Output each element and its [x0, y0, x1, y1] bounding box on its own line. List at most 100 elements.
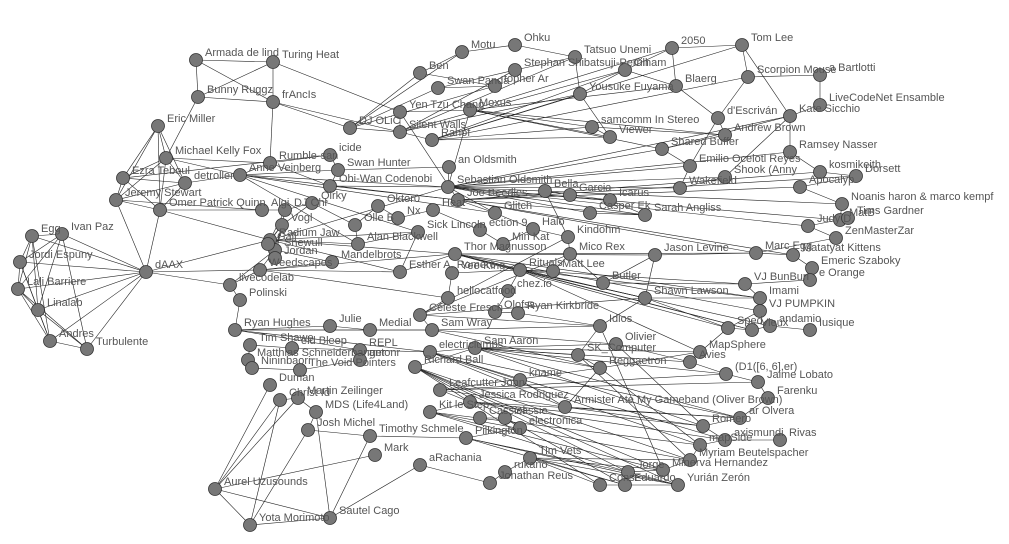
- graph-edge: [429, 347, 476, 353]
- graph-edge: [239, 174, 496, 214]
- graph-edge: [145, 239, 271, 273]
- graph-edge: [419, 464, 491, 484]
- graph-node-label: Anne Veinberg: [249, 162, 321, 174]
- graph-node-blaerg: [669, 79, 683, 93]
- graph-node-label: Heat: [442, 197, 465, 209]
- graph-node-label: axismundi: [734, 427, 784, 439]
- graph-node-sarah: [638, 208, 652, 222]
- graph-node-label: Scorpion Mouse: [757, 64, 837, 76]
- graph-node-label: Rumble-san: [279, 150, 338, 162]
- graph-edge: [399, 56, 576, 133]
- graph-node-label: Jessica Rodriguez: [479, 389, 569, 401]
- graph-node-iidos: [593, 319, 607, 333]
- graph-node-label: Yee-King: [461, 260, 505, 272]
- graph-node-mapsphere: [693, 345, 707, 359]
- graph-node-label: MDS (Life4Land): [325, 399, 408, 411]
- graph-node-oscilloscope: [371, 199, 385, 213]
- graph-edge: [519, 269, 753, 331]
- graph-edge: [234, 329, 361, 351]
- graph-node-vogl: [275, 218, 289, 232]
- graph-node-glitch: [488, 206, 502, 220]
- graph-node-label: Bella: [554, 178, 579, 190]
- graph-edge: [615, 343, 691, 363]
- graph-node-ramsey: [783, 145, 797, 159]
- graph-node-label: Halo: [542, 216, 565, 228]
- graph-node-scorpion: [741, 70, 755, 84]
- graph-node-romero: [696, 419, 710, 433]
- graph-node-label: e Orange: [819, 267, 865, 279]
- graph-node-iusique: [803, 323, 817, 337]
- graph-node-label: Jason Levine: [664, 242, 729, 254]
- graph-node-label: frAncIs: [282, 89, 317, 101]
- graph-edge: [755, 237, 837, 254]
- graph-edge: [239, 174, 419, 233]
- graph-node-sicklincoln: [411, 225, 425, 239]
- graph-node-vieux: [745, 323, 759, 337]
- graph-node-label: Turbulente: [96, 336, 148, 348]
- graph-node-judy: [801, 219, 815, 233]
- graph-node-cassie: [498, 411, 512, 425]
- graph-node-label: Avies: [699, 349, 726, 361]
- graph-node-instereo: [585, 120, 599, 134]
- graph-node-label: Tatsuo Unemi: [584, 44, 651, 56]
- graph-node-mkfox: [159, 151, 173, 165]
- graph-node-label: Emilio Ocelotl Reyes: [699, 153, 801, 165]
- graph-node-label: Jorge: [637, 459, 665, 471]
- graph-node-label: detroller: [194, 170, 234, 182]
- graph-edge: [329, 464, 421, 519]
- graph-node-antonr: [353, 353, 367, 367]
- graph-node-andamio: [763, 319, 777, 333]
- graph-node-label: Yousuke Fuyama: [589, 81, 674, 93]
- graph-edge: [315, 411, 331, 519]
- graph-edge: [429, 411, 629, 473]
- graph-node-label: Shook (Anny: [734, 164, 797, 176]
- graph-edge: [431, 76, 749, 141]
- graph-edge: [115, 125, 159, 201]
- graph-nodes: [11, 38, 863, 532]
- graph-node-label: Jeremy Stewart: [125, 187, 201, 199]
- graph-node-qirky: [305, 196, 319, 210]
- graph-node-label: Alan Blackwell: [367, 231, 438, 243]
- graph-node-oliver: [609, 337, 623, 351]
- graph-edge: [272, 61, 401, 113]
- graph-edge: [447, 165, 691, 188]
- graph-edge: [457, 186, 801, 201]
- graph-node-aviesl: [683, 355, 697, 369]
- graph-edge: [165, 157, 271, 164]
- graph-edge: [61, 233, 147, 273]
- graph-node-label: electronica: [529, 415, 583, 427]
- graph-edge: [269, 239, 359, 245]
- graph-node-sautel: [323, 511, 337, 525]
- graph-edge: [624, 69, 677, 87]
- graph-node-label: Pilkington: [475, 425, 523, 437]
- graph-node-ryanhughes: [228, 323, 242, 337]
- graph-edge: [469, 401, 726, 441]
- graph-node-y2050: [665, 41, 679, 55]
- graph-edge: [447, 186, 809, 227]
- graph-node-label: andamio: [779, 313, 821, 325]
- graph-node-label: a Bartlotti: [829, 62, 875, 74]
- graph-node-label: Myriam Beutelspacher: [699, 447, 809, 459]
- graph-edge: [337, 166, 450, 171]
- graph-edge: [269, 101, 274, 164]
- graph-edge: [239, 174, 359, 245]
- graph-node-label: Stephan Shibatsuji-Perrin: [524, 57, 649, 69]
- graph-node-cassiel: [473, 411, 487, 425]
- graph-edge: [724, 115, 791, 178]
- graph-node-label: (D1([6, 6],er): [735, 361, 797, 373]
- graph-node-label: Judy D.: [817, 213, 854, 225]
- graph-edge: [234, 325, 331, 331]
- graph-edge: [214, 488, 331, 519]
- graph-edge: [399, 93, 581, 133]
- graph-node-label: Ramsey Nasser: [799, 139, 878, 151]
- graph-edge: [329, 185, 449, 188]
- graph-node-label: Olivier: [625, 331, 657, 343]
- graph-node-label: Vieux: [761, 317, 789, 329]
- graph-node-label: samcomm In Stereo: [601, 114, 699, 126]
- graph-node-obiwan: [323, 179, 337, 193]
- graph-node-label: 2050: [681, 35, 705, 47]
- graph-node-label: Tom Lee: [751, 32, 793, 44]
- graph-edge: [269, 154, 331, 164]
- graph-node-jaime: [751, 375, 765, 389]
